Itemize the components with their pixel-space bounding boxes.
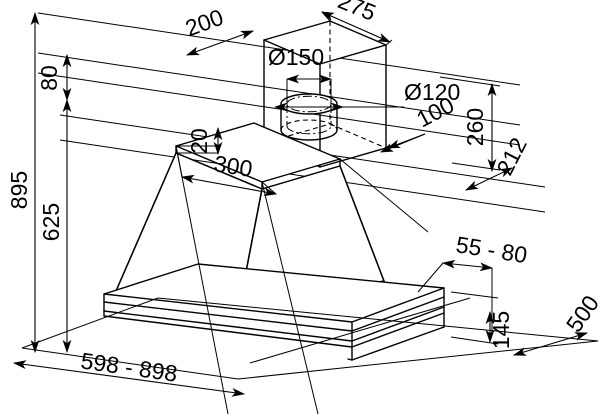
dimension-annotations: 895 625 80 200 275 Ø150 [6,0,604,397]
dim-275-label: 275 [334,0,379,26]
dim-625: 625 [38,98,72,354]
dim-20-label: 20 [186,128,212,154]
dim-895-label: 895 [6,171,32,209]
dim-895: 895 [6,11,40,354]
dim-500-label: 500 [561,291,604,337]
dim-598-898-label: 598 - 898 [79,347,179,386]
dim-145: 145 [450,291,514,349]
dim-d120: Ø120 [273,79,460,112]
dim-145-label: 145 [488,311,514,349]
dim-598-898: 598 - 898 [12,347,246,397]
dim-80-label: 80 [36,65,62,91]
dim-d150: Ø150 [268,44,333,104]
dim-d150-label: Ø150 [268,44,324,70]
dim-212-label: 212 [491,133,532,179]
round-duct [280,93,338,141]
dim-200: 200 [182,4,255,56]
dim-300: 300 [175,145,278,197]
dim-55-80-label: 55 - 80 [454,231,529,268]
dim-260-label: 260 [462,108,488,146]
dim-20: 20 [176,126,223,156]
dim-80: 80 [36,53,72,102]
base-rim [103,263,445,361]
dim-d120-label: Ø120 [404,79,460,105]
dim-625-label: 625 [38,203,64,241]
dim-300-label: 300 [212,150,254,182]
dim-260: 260 [439,76,501,173]
dim-200-label: 200 [182,4,227,42]
